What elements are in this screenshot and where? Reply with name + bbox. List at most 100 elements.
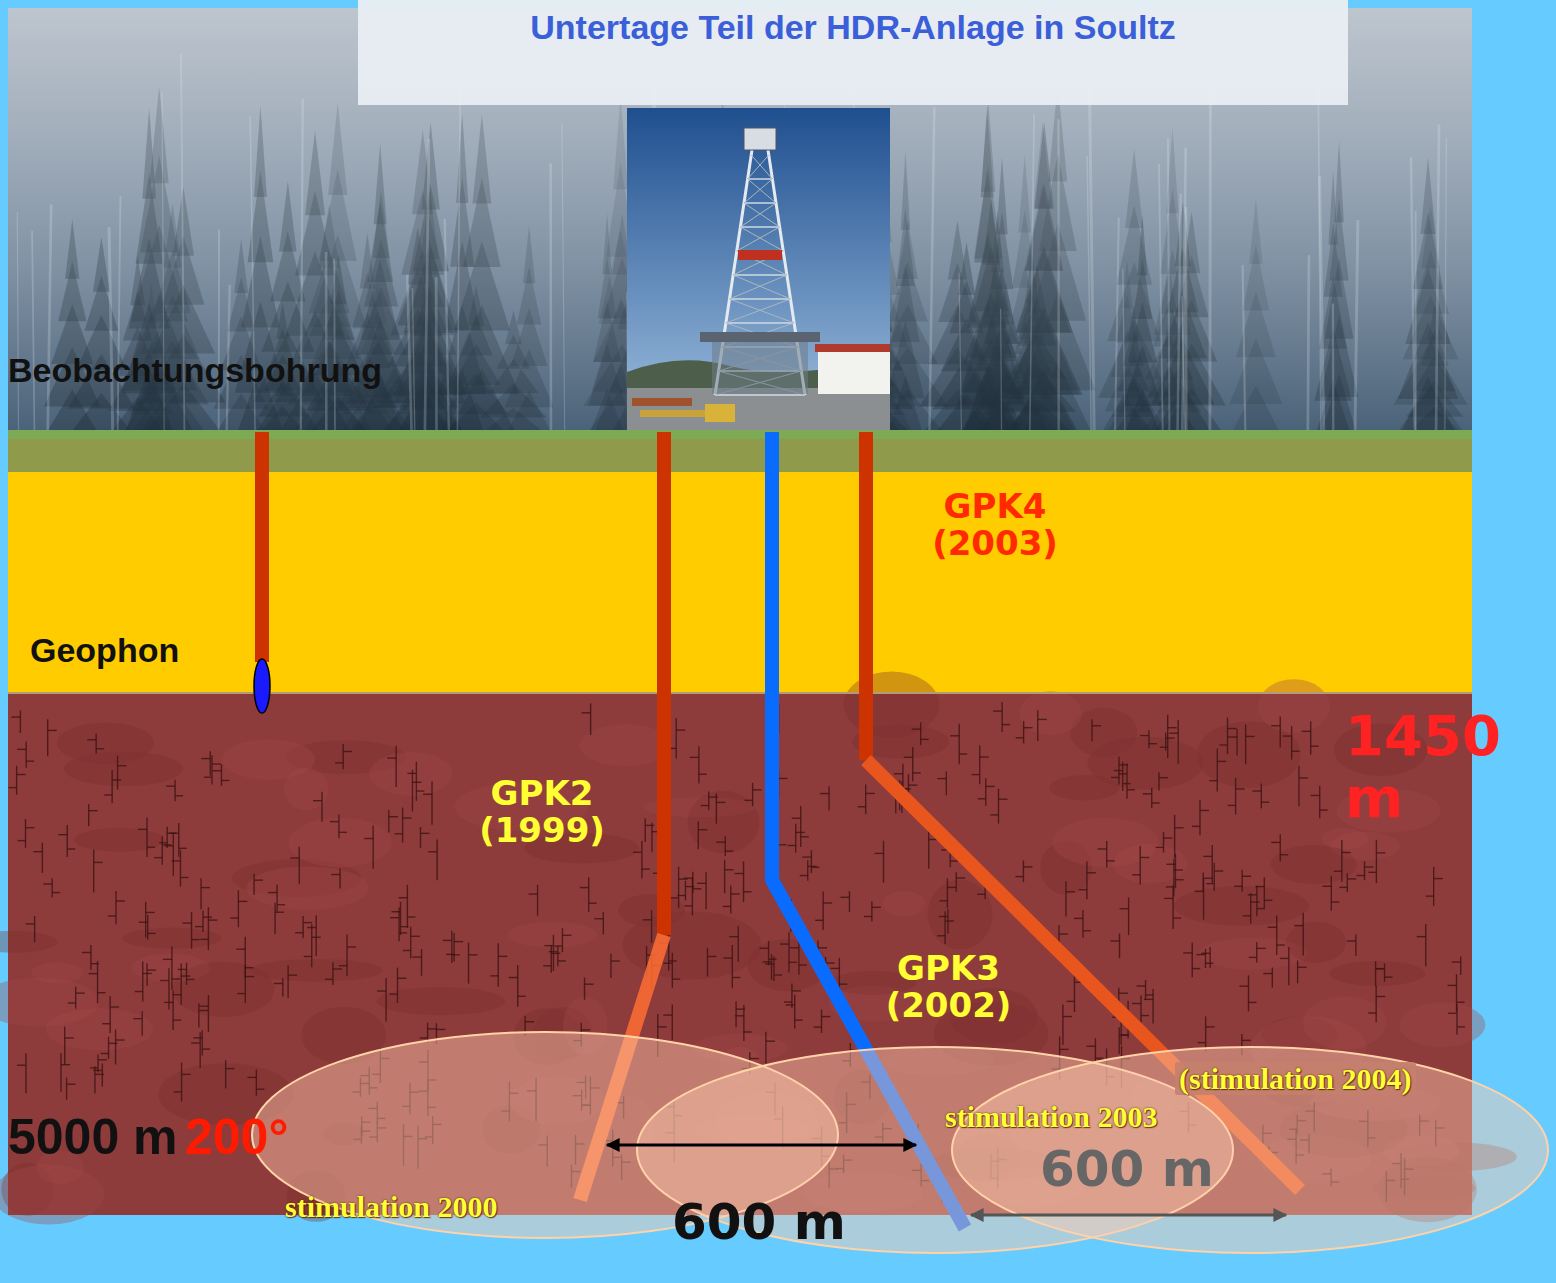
granite-mottle [1329,961,1425,986]
fracture-mark [830,968,839,969]
fracture-mark [303,922,312,923]
derrick-part [744,179,772,203]
fracture-mark [313,800,322,801]
fracture-mark [451,931,452,963]
fracture-mark [1303,913,1304,956]
fracture-mark [25,819,26,848]
fracture-mark [800,875,808,876]
fracture-mark [173,1019,181,1020]
fracture-mark [211,755,212,784]
fracture-mark [875,841,884,883]
fracture-mark [678,867,679,909]
fracture-mark [1368,1012,1376,1013]
fracture-mark [763,961,772,962]
fracture-mark [395,833,403,834]
fracture-mark [1426,867,1443,906]
granite-mottle [1174,886,1309,926]
well-label: GPK4 (2003) [915,488,1075,563]
granite-mottle [246,866,368,909]
fracture-mark [312,937,321,938]
fracture-mark [1228,805,1236,806]
fracture-mark [1322,876,1339,911]
fracture-mark [498,943,499,986]
fracture-mark [1448,974,1465,1011]
fracture-mark [1249,957,1257,958]
dimension-label: 600 m [672,1195,846,1250]
fracture-mark [1140,857,1149,858]
fracture-mark [200,878,201,909]
fracture-mark [89,810,98,811]
fracture-mark [1174,815,1175,858]
fracture-mark [1128,897,1129,935]
fracture-mark [1375,961,1376,986]
fracture-mark [529,885,538,916]
fracture-mark [643,919,652,920]
fracture-mark [723,906,731,907]
fracture-mark [1167,715,1168,758]
fracture-mark [1111,934,1120,959]
granite-mottle [622,911,761,979]
fracture-mark [1145,980,1146,1000]
fracture-mark [1173,859,1174,897]
fracture-mark [730,886,731,914]
fracture-mark [716,841,725,842]
fracture-mark [866,793,875,794]
fracture-mark [1152,802,1160,803]
fracture-mark [1426,895,1434,896]
fracture-mark [792,818,801,819]
fracture-mark [276,884,277,911]
fracture-mark [1243,915,1251,916]
fracture-mark [725,869,734,870]
fracture-mark [1257,908,1265,909]
fracture-mark [1063,1016,1072,1017]
fracture-mark [998,789,999,824]
fracture-mark [985,778,986,805]
fracture-mark [1263,973,1272,974]
dimension-label: 600 m [1040,1142,1214,1197]
fracture-mark [146,912,155,913]
fracture-mark [815,920,823,921]
fracture-mark [589,902,597,903]
fracture-mark [744,1031,752,1032]
fracture-mark [175,795,183,796]
fracture-mark [517,965,518,1007]
fracture-mark [1060,1049,1069,1050]
fracture-mark [395,808,412,843]
fracture-mark [1368,872,1376,873]
fracture-mark [420,833,429,834]
depth-label: 5000 m [8,1110,178,1165]
fracture-mark [111,770,112,803]
fracture-mark [1137,980,1154,1000]
fracture-mark [708,791,709,810]
fracture-mark [780,932,797,973]
photo-equipment [705,404,735,422]
fracture-mark [986,786,995,787]
fracture-mark [469,943,478,984]
stimulation-label: stimulation 2003 [945,1100,1158,1133]
fracture-mark [138,829,147,830]
granite-mottle [222,739,315,780]
fracture-mark [1249,942,1266,962]
fracture-mark [800,806,801,847]
fracture-mark [1297,960,1298,983]
fracture-mark [1120,908,1129,909]
fracture-mark [799,964,807,965]
fracture-mark [1206,863,1223,891]
fracture-mark [554,928,571,952]
fracture-mark [104,770,121,803]
derrick-part [715,394,805,396]
fracture-mark [1376,961,1385,986]
fracture-mark [146,902,155,938]
fracture-mark [43,878,60,897]
fracture-mark [199,1010,208,1011]
fracture-mark [1206,883,1214,884]
fracture-mark [295,932,303,933]
fracture-mark [1236,788,1245,789]
fracture-mark [51,878,52,897]
fracture-mark [403,927,420,959]
derrick-part [744,203,780,227]
fracture-mark [154,857,162,858]
fracture-mark [182,1074,191,1075]
fracture-mark [543,965,551,966]
fracture-mark [1137,985,1146,986]
